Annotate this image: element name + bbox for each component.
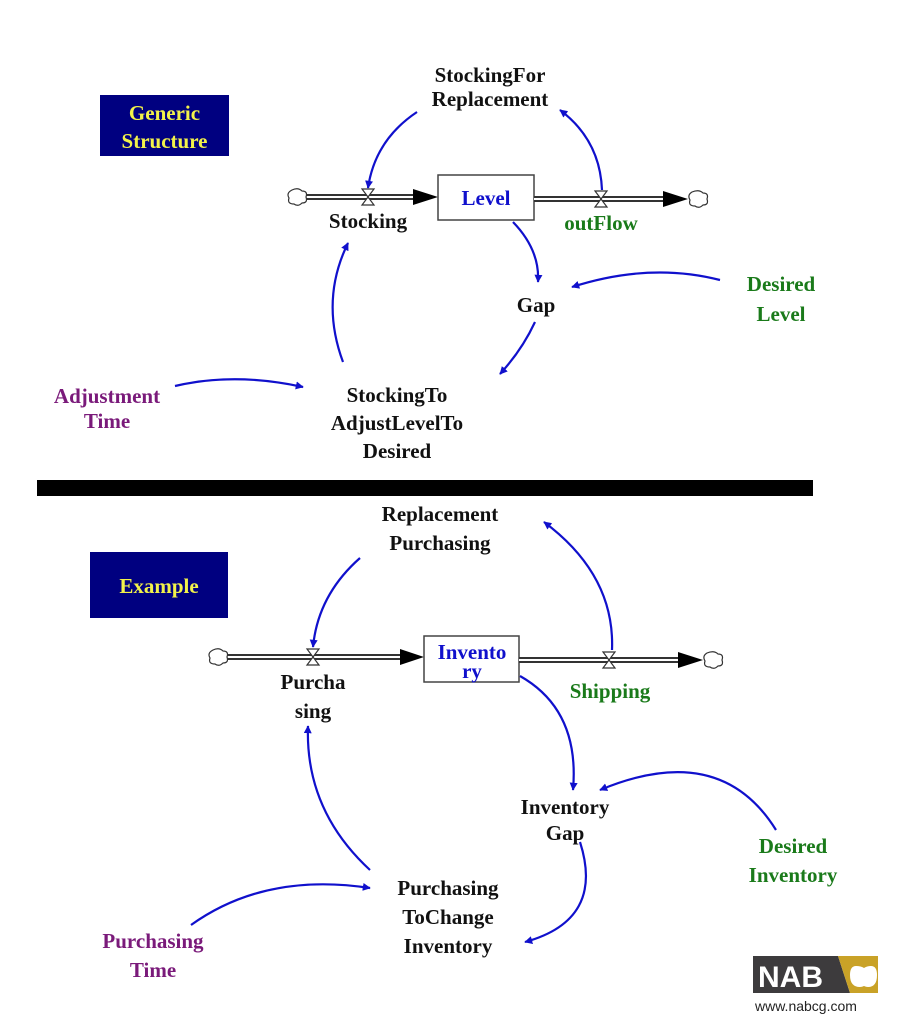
purchasing-flow-line1: Purcha [281, 670, 346, 694]
desired-level-line2: Level [757, 302, 806, 326]
valve-icon [601, 651, 617, 669]
link-outflow-to-replacement [559, 109, 604, 191]
link-adjust-to-stocking [331, 242, 349, 363]
nabcg-logo[interactable]: NAB www.nabcg.com [753, 956, 878, 1014]
inventory-gap-line2: Gap [546, 821, 585, 845]
link-level-to-gap [512, 221, 543, 283]
purchasing-to-change-line2: ToChange [402, 905, 493, 929]
generic-structure-label-line1: Generic [129, 101, 200, 125]
desired-inventory-line2: Inventory [749, 863, 838, 887]
link-gap-to-adjust [499, 321, 536, 375]
link-purchasing-change-to-purchasing [303, 725, 371, 871]
outflow-pipe [534, 191, 688, 207]
gap-label: Gap [517, 293, 556, 317]
link-time-to-purchasing-change [190, 882, 371, 926]
adjustment-time-line2: Time [84, 409, 130, 433]
flow-arrowhead-icon [413, 189, 438, 205]
generic-structure-label-line2: Structure [122, 129, 208, 153]
level-stock-label: Level [462, 186, 511, 210]
purchasing-flow-pipe [222, 649, 424, 665]
link-desired-to-gap [599, 771, 777, 831]
apple-icon [850, 966, 877, 987]
stocking-to-adjust-line2: AdjustLevelTo [331, 411, 463, 435]
source-cloud-icon [287, 188, 308, 206]
stocking-to-adjust-line1: StockingTo [347, 383, 448, 407]
desired-inventory-line1: Desired [759, 834, 828, 858]
link-inventory-to-gap [519, 675, 578, 791]
flow-arrowhead-icon [400, 649, 424, 665]
purchasing-time-line1: Purchasing [102, 929, 204, 953]
link-desired-to-gap [571, 271, 721, 289]
logo-dark-block [753, 956, 850, 993]
stocking-for-replacement-line1: StockingFor [435, 63, 546, 87]
inventory-stock[interactable]: Invento ry [423, 635, 520, 683]
flow-arrowhead-icon [678, 652, 703, 668]
purchasing-time-line2: Time [130, 958, 176, 982]
outflow-label: outFlow [564, 211, 638, 235]
valve-icon [305, 648, 321, 666]
purchasing-to-change-line3: Inventory [404, 934, 493, 958]
link-replacement-to-stocking [365, 111, 418, 189]
inventory-stock-line2: ry [462, 659, 482, 683]
logo-url: www.nabcg.com [754, 998, 857, 1014]
valve-icon [360, 188, 376, 206]
stocking-for-replacement-line2: Replacement [432, 87, 549, 111]
stocking-flow-pipe [300, 189, 438, 205]
sink-cloud-icon [703, 651, 724, 669]
valve-icon [593, 190, 609, 208]
shipping-label: Shipping [570, 679, 651, 703]
sink-cloud-icon [688, 190, 709, 208]
adjustment-time-line1: Adjustment [54, 384, 160, 408]
level-stock[interactable]: Level [437, 174, 535, 221]
link-time-to-adjust [174, 378, 304, 390]
link-replacement-to-purchasing [309, 557, 361, 648]
generic-structure-section: Generic Structure Stocking Level outFlow… [54, 63, 816, 463]
desired-level-line1: Desired [747, 272, 816, 296]
example-section: Example Replacement Purchasing Purcha si… [90, 502, 838, 982]
stocking-to-adjust-line3: Desired [363, 439, 432, 463]
inventory-gap-line1: Inventory [521, 795, 610, 819]
inventory-stock-line1: Invento [438, 640, 507, 664]
purchasing-flow-line2: sing [295, 699, 332, 723]
shipping-flow-pipe [519, 652, 703, 668]
generic-structure-label-box: Generic Structure [100, 95, 229, 156]
example-label-box: Example [90, 552, 228, 618]
source-cloud-icon [208, 648, 229, 666]
stocking-flow-label: Stocking [329, 209, 408, 233]
link-gap-to-purchasing-change [524, 841, 588, 944]
replacement-purchasing-line1: Replacement [382, 502, 499, 526]
flow-arrowhead-icon [663, 191, 688, 207]
replacement-purchasing-line2: Purchasing [389, 531, 491, 555]
example-label: Example [119, 574, 198, 598]
section-divider [37, 480, 813, 496]
link-shipping-to-replacement [543, 521, 614, 651]
purchasing-to-change-line1: Purchasing [397, 876, 499, 900]
logo-brand: NAB [758, 961, 823, 994]
